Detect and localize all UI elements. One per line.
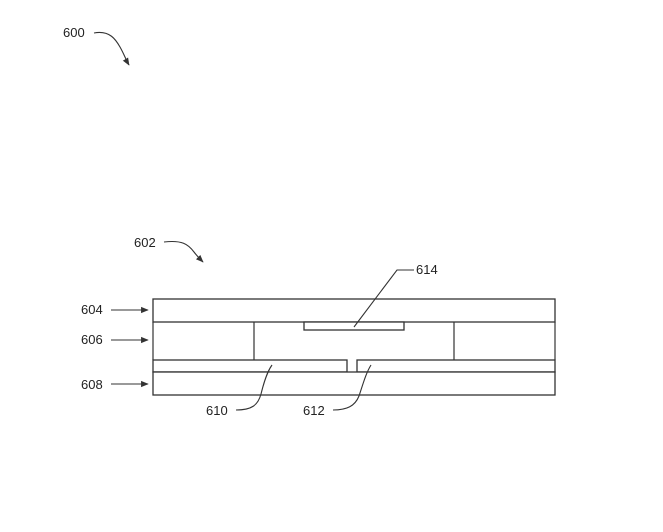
ref-label-604: 604 — [81, 302, 103, 317]
middle-layer-606 — [152, 322, 556, 360]
ref-label-612: 612 — [303, 403, 325, 418]
ref-label-610: 610 — [206, 403, 228, 418]
ref-leader-610 — [235, 364, 273, 411]
ref-label-614: 614 — [416, 262, 438, 277]
ref-label-608: 608 — [81, 377, 103, 392]
lower-plate-610 — [152, 359, 348, 373]
lower-plate-612 — [356, 359, 556, 373]
upper-electrode-614 — [303, 321, 405, 331]
ref-arrow-600 — [93, 31, 130, 66]
ref-label-600: 600 — [63, 25, 85, 40]
ref-leader-612 — [332, 364, 372, 411]
layer-stack — [152, 298, 556, 396]
ref-leader-614 — [353, 269, 414, 328]
top-layer-604 — [152, 298, 556, 323]
bottom-layer-608 — [152, 371, 556, 396]
ref-label-602: 602 — [134, 235, 156, 250]
ref-label-606: 606 — [81, 332, 103, 347]
ref-arrow-602 — [163, 240, 204, 263]
